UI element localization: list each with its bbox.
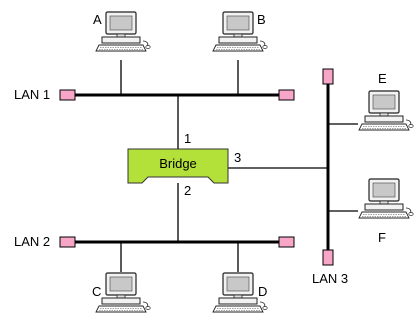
host-d-label: D: [258, 284, 267, 299]
lan1-label: LAN 1: [14, 87, 50, 102]
host-f-label: F: [378, 230, 386, 245]
bridge-box: [127, 148, 229, 184]
host-e-computer-icon: [358, 90, 414, 131]
host-a-label: A: [93, 12, 102, 27]
host-f-computer-icon: [358, 178, 414, 219]
lan1-right-terminator: [278, 89, 295, 101]
lan3-top-terminator: [322, 68, 334, 85]
lan2-label: LAN 2: [14, 234, 50, 249]
lan2-right-terminator: [278, 236, 295, 248]
host-e-label: E: [378, 71, 387, 86]
host-c-label: C: [92, 284, 101, 299]
bridge-port-2-label: 2: [184, 183, 191, 198]
lan3-label: LAN 3: [312, 271, 348, 286]
bridge-label: Bridge: [159, 156, 197, 171]
host-c-computer-icon: [95, 272, 151, 313]
host-a-computer-icon: [95, 11, 151, 52]
lan3-bottom-terminator: [322, 249, 334, 266]
bridge-port-1-label: 1: [184, 131, 191, 146]
bridge-port-3-label: 3: [234, 150, 241, 165]
lan1-left-terminator: [59, 89, 76, 101]
lan2-left-terminator: [59, 236, 76, 248]
host-b-label: B: [257, 12, 266, 27]
